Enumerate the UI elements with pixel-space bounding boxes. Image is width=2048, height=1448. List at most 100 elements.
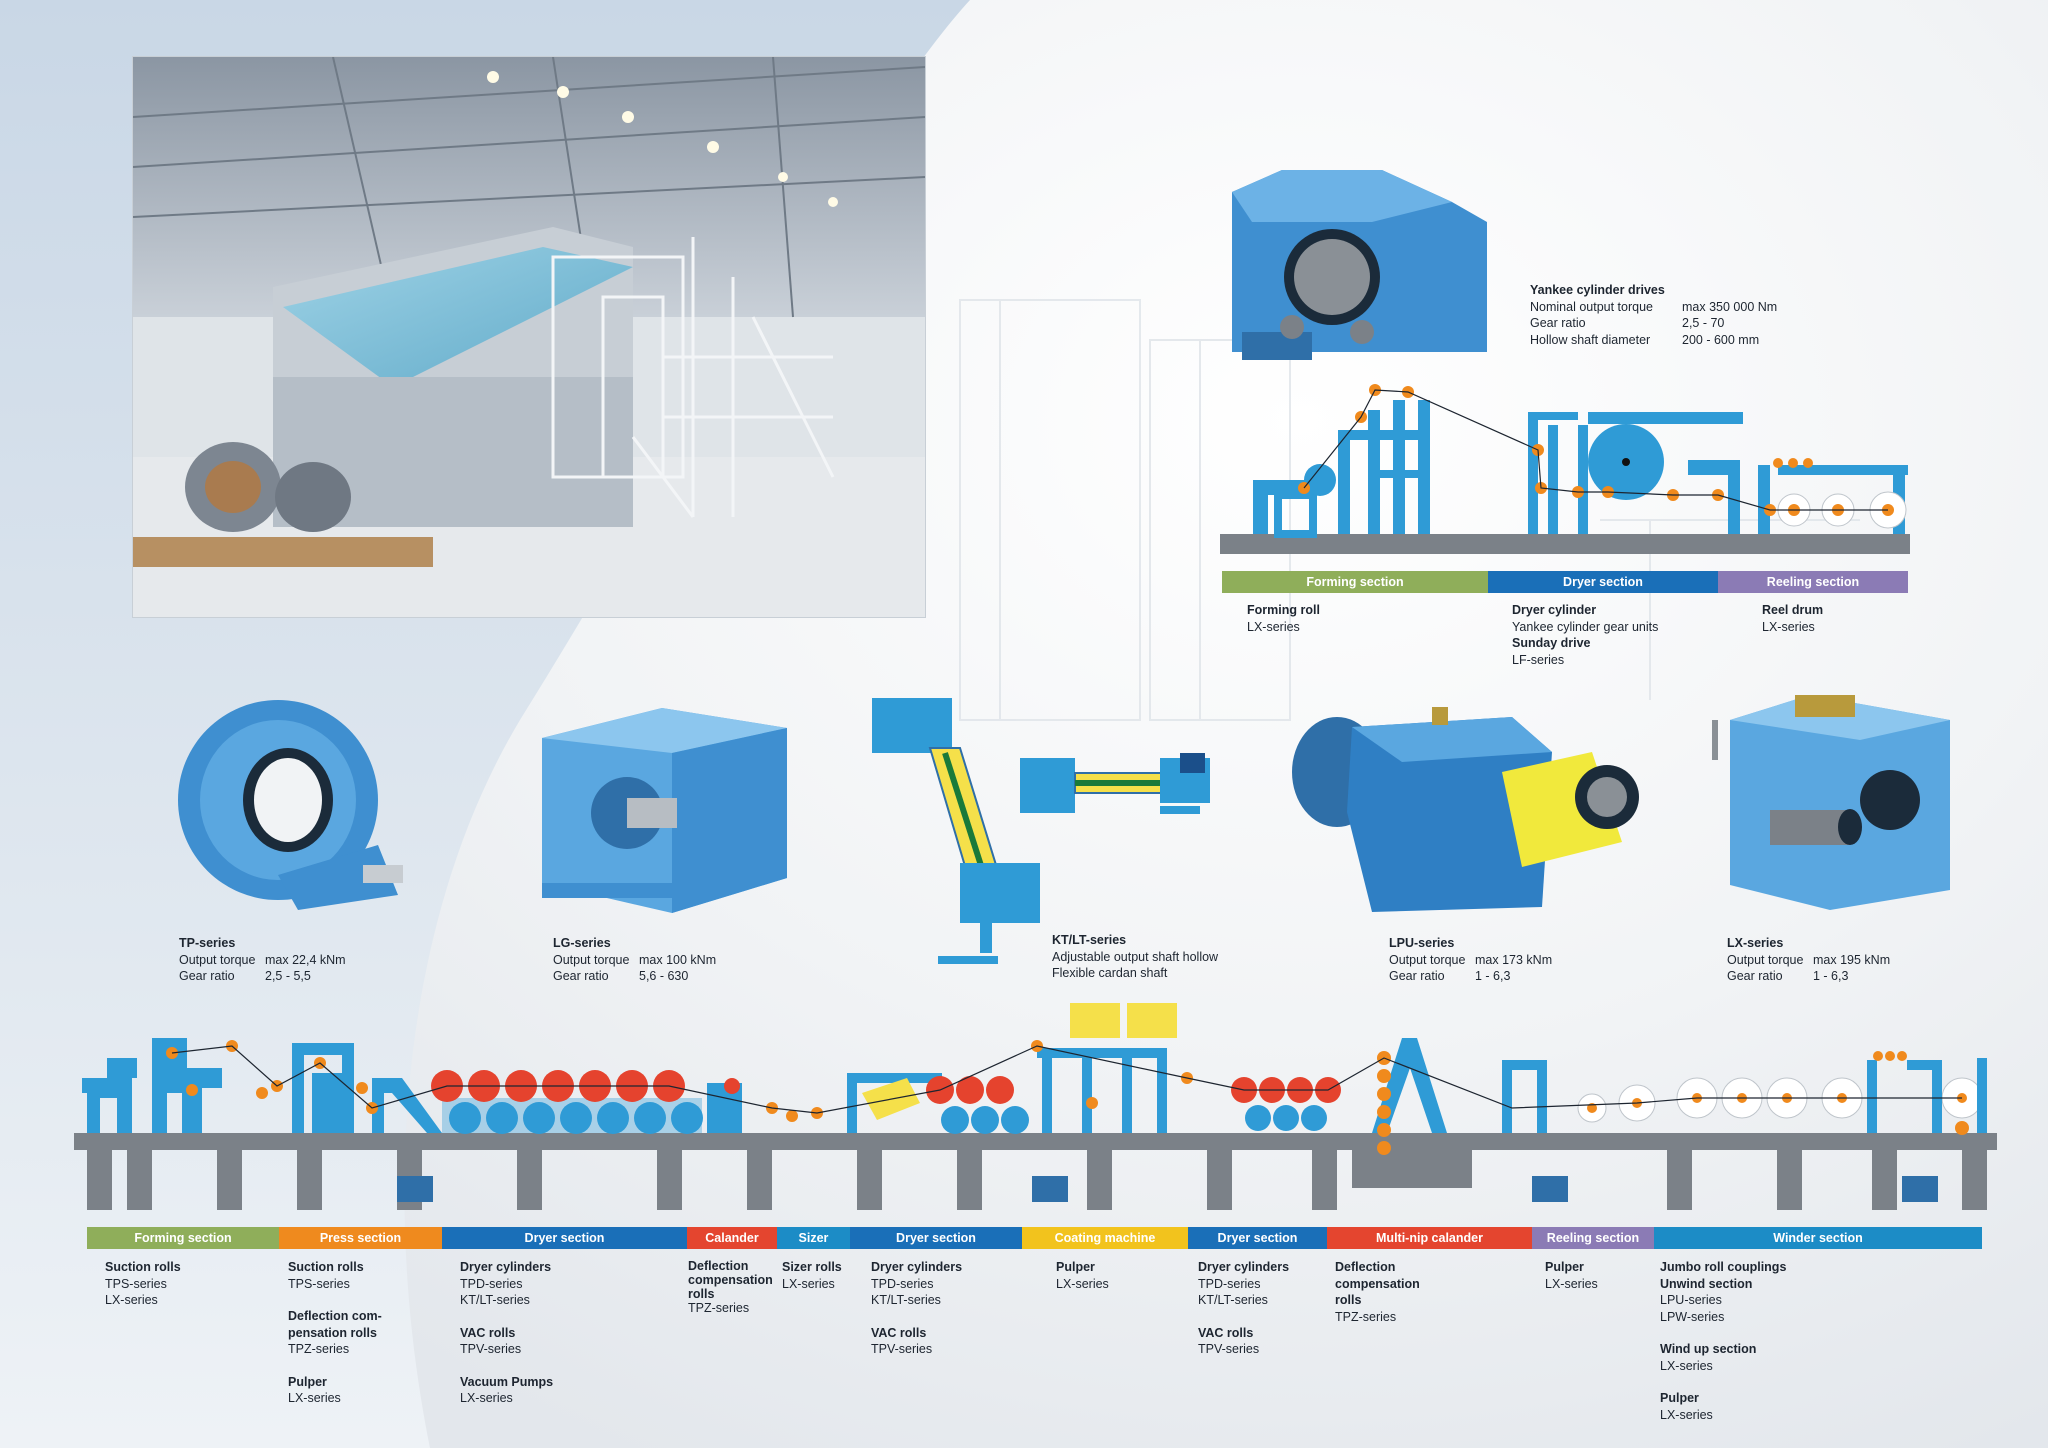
section-label: Reeling section (1766, 575, 1860, 589)
paper-machine-diagram (72, 998, 2007, 1228)
column-line: LX-series (1660, 1407, 1713, 1422)
yankee-row-key: Hollow shaft diameter (1530, 332, 1651, 347)
section-label: Dryer section (1563, 575, 1643, 589)
product-title: KT/LT-series (1052, 933, 1127, 947)
section-label: Coating machine (1054, 1231, 1156, 1245)
spec-key: Gear ratio (1727, 969, 1783, 983)
column-line: LX-series (460, 1391, 513, 1405)
product-title: TP-series (179, 936, 236, 950)
top-column: Dryer cylinder Yankee cylinder gear unit… (1512, 602, 1658, 668)
section-segment: Reeling section (1532, 1227, 1654, 1249)
column-line: LPU-series (1660, 1293, 1722, 1307)
spec-key: Output torque (179, 952, 256, 967)
column-line: LX-series (1247, 619, 1300, 634)
column-line: VAC rolls (871, 1325, 927, 1340)
column-line: TPS-series (288, 1276, 350, 1291)
column-line: Dryer cylinder (1512, 603, 1597, 617)
column-line: TPZ-series (688, 1301, 750, 1315)
column-line: Pulper (1660, 1391, 1699, 1405)
section-label: Forming section (1306, 575, 1404, 589)
bottom-column: Suction rolls TPS-series LX-series (105, 1259, 181, 1309)
section-segment: Reeling section (1718, 571, 1908, 593)
tissue-machine-diagram (1218, 370, 1918, 570)
section-label: Reeling section (1546, 1231, 1640, 1245)
column-line: Deflection (688, 1259, 749, 1273)
column-line: KT/LT-series (1198, 1293, 1268, 1307)
spec-key: Output torque (1727, 952, 1804, 967)
section-label: Dryer section (524, 1231, 605, 1245)
yankee-row-value: 200 - 600 mm (1682, 332, 1760, 347)
bottom-column: Dryer cylinders TPD-series KT/LT-series … (460, 1259, 553, 1407)
column-line: TPD-series (460, 1276, 523, 1291)
column-line: TPV-series (460, 1342, 522, 1356)
column-line: Suction rolls (105, 1260, 181, 1274)
spec-key: Output torque (1389, 952, 1466, 967)
section-label: Calander (705, 1231, 759, 1245)
paper-machine-photo (133, 57, 925, 617)
column-line: TPD-series (871, 1276, 934, 1291)
lpu-series-image (1292, 692, 1652, 922)
section-segment: Dryer section (1188, 1227, 1327, 1249)
spec-key: Output torque (553, 952, 630, 967)
column-line: Forming roll (1247, 603, 1320, 617)
column-line: Sizer rolls (782, 1260, 842, 1274)
column-line: KT/LT-series (460, 1293, 530, 1307)
spec-value: max 195 kNm (1813, 952, 1891, 967)
column-line: VAC rolls (460, 1325, 516, 1340)
column-line: TPZ-series (288, 1342, 350, 1356)
bottom-column: Dryer cylinders TPD-series KT/LT-series … (871, 1259, 962, 1358)
section-label: Sizer (798, 1231, 829, 1245)
section-label: Forming section (134, 1231, 232, 1245)
section-segment: Coating machine (1022, 1227, 1188, 1249)
column-line: Pulper (1545, 1260, 1584, 1274)
section-segment: Forming section (1222, 571, 1488, 593)
spec-value: max 22,4 kNm (265, 952, 346, 967)
spec-value: 1 - 6,3 (1813, 969, 1849, 983)
spec-value: 5,6 - 630 (639, 969, 689, 983)
spec-value: 2,5 - 5,5 (265, 969, 311, 983)
yankee-row-value: max 350 000 Nm (1682, 299, 1778, 314)
spec-value: 1 - 6,3 (1475, 969, 1511, 983)
bottom-column: Suction rolls TPS-series Deflection com-… (288, 1259, 382, 1407)
column-line: LX-series (1545, 1276, 1598, 1291)
section-segment: Dryer section (1488, 571, 1718, 593)
bottom-column: Pulper LX-series (1545, 1259, 1598, 1292)
section-segment: Dryer section (850, 1227, 1022, 1249)
column-line: Pulper (288, 1374, 327, 1389)
column-line: LPW-series (1660, 1309, 1725, 1324)
bottom-column: Jumbo roll couplings Unwind section LPU-… (1660, 1259, 1786, 1423)
column-line: TPZ-series (1335, 1309, 1397, 1324)
section-segment: Forming section (87, 1227, 279, 1249)
spec-value: max 100 kNm (639, 952, 717, 967)
top-column: Reel drum LX-series (1762, 602, 1823, 635)
column-line: Deflection (1335, 1260, 1396, 1274)
section-label: Dryer section (896, 1231, 976, 1245)
bottom-column: Deflection compensation rolls TPZ-series (688, 1259, 773, 1315)
column-line: TPS-series (105, 1276, 167, 1291)
column-line: Suction rolls (288, 1260, 364, 1274)
column-line: rolls (1335, 1293, 1362, 1307)
column-line: Dryer cylinders (871, 1260, 963, 1274)
bottom-section-bar: Forming section Press section Dryer sect… (87, 1227, 1982, 1249)
spec-line: Flexible cardan shaft (1052, 966, 1168, 980)
yankee-row-value: 2,5 - 70 (1682, 316, 1725, 330)
column-line: Dryer cylinders (1198, 1260, 1290, 1274)
section-label: Dryer section (1217, 1231, 1298, 1245)
column-line: LX-series (1660, 1358, 1713, 1373)
top-section-bar: Forming section Dryer section Reeling se… (1222, 571, 1908, 593)
yankee-row-key: Gear ratio (1530, 316, 1586, 330)
product-title: LPU-series (1389, 936, 1455, 950)
column-line: compensation (1335, 1276, 1420, 1291)
yankee-row-key: Nominal output torque (1530, 299, 1653, 314)
kt-lt-series-spec: KT/LT-series Adjustable output shaft hol… (1052, 932, 1218, 982)
column-line: LX-series (782, 1276, 835, 1291)
column-line: Wind up section (1660, 1342, 1757, 1356)
column-line: VAC rolls (1198, 1325, 1254, 1340)
bottom-column: Sizer rolls LX-series (782, 1259, 842, 1292)
product-title: LG-series (553, 936, 611, 950)
column-line: Deflection com- (288, 1309, 382, 1323)
bottom-column: Pulper LX-series (1056, 1259, 1109, 1292)
column-line: TPV-series (1198, 1342, 1260, 1356)
